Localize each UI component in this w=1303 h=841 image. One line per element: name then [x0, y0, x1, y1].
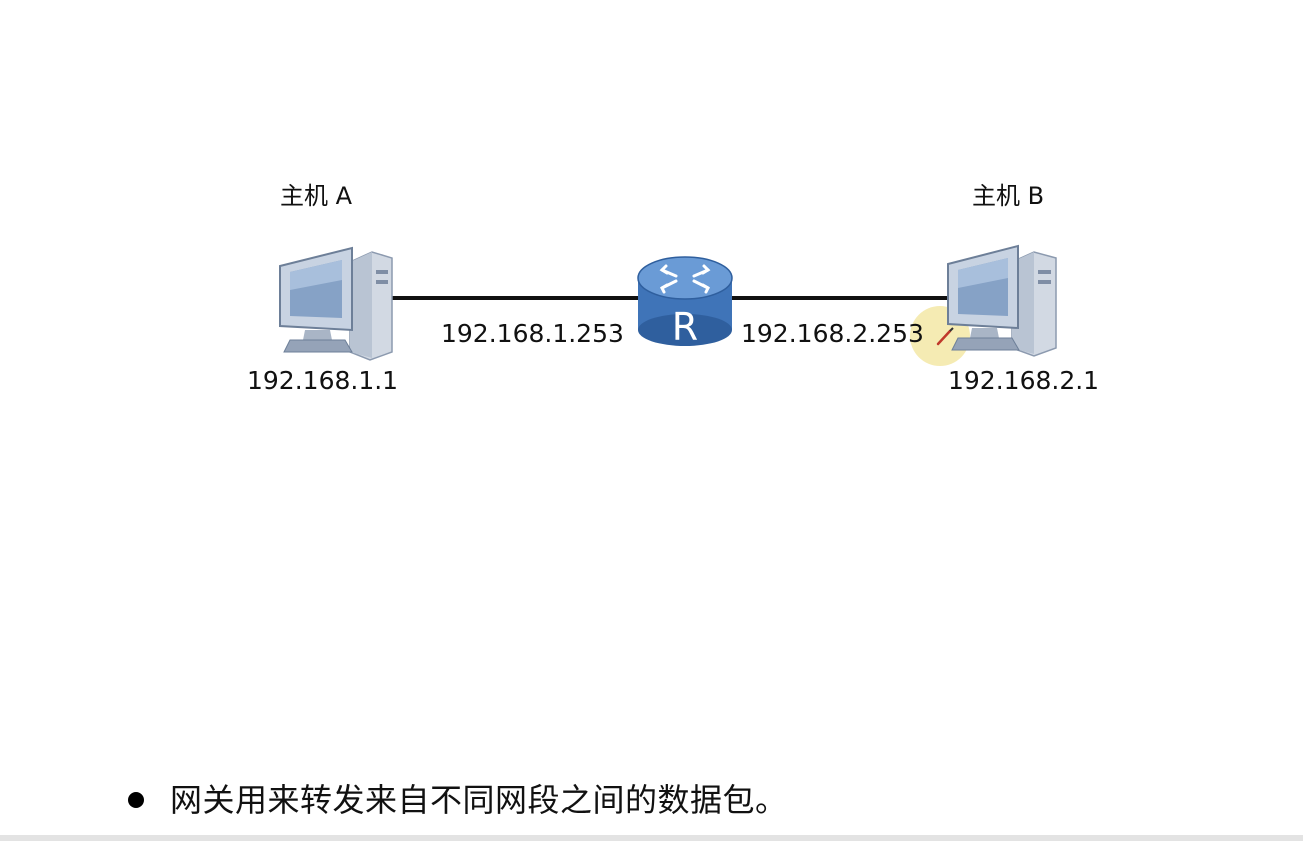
bullet-text: 网关用来转发来自不同网段之间的数据包。 [170, 781, 788, 819]
host-a-ip: 192.168.1.1 [247, 366, 399, 395]
host-a-computer-icon [279, 246, 393, 361]
router-right-ip: 192.168.2.253 [741, 319, 924, 348]
host-b-name: 主机 B [972, 182, 1045, 210]
host-b-computer-icon [947, 244, 1057, 357]
host-b-ip: 192.168.2.1 [948, 366, 1100, 395]
bullet-item: 网关用来转发来自不同网段之间的数据包。 [128, 784, 788, 816]
router-icon: R [637, 256, 733, 349]
router-letter: R [672, 305, 698, 349]
host-a-name: 主机 A [280, 182, 353, 210]
bullet-dot-icon [128, 792, 144, 808]
router-left-ip: 192.168.1.253 [441, 319, 624, 348]
bottom-divider [0, 835, 1303, 841]
pen-cursor-icon [936, 327, 954, 346]
